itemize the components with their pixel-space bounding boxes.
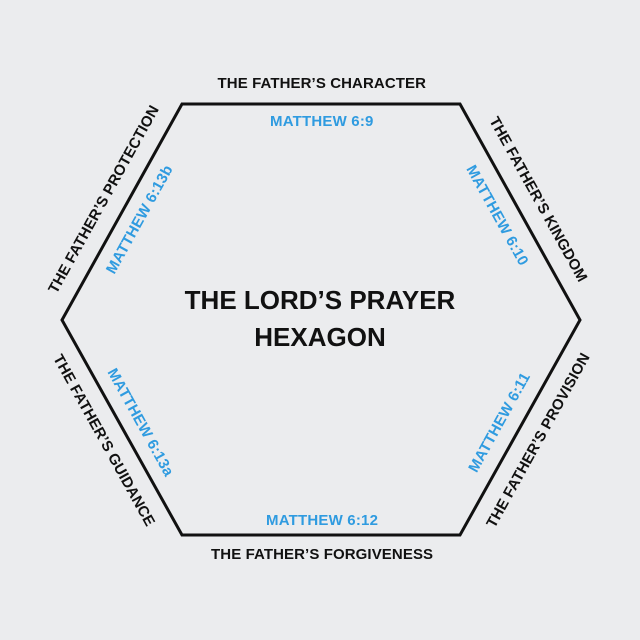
diagram-title-line-2: HEXAGON xyxy=(254,322,386,352)
hexagon-shape xyxy=(60,102,582,537)
diagram-title: THE LORD’S PRAYER HEXAGON xyxy=(120,282,520,356)
diagram-title-line-1: THE LORD’S PRAYER xyxy=(184,285,456,315)
side-title-character: THE FATHER’S CHARACTER xyxy=(217,74,427,92)
side-title-forgiveness: THE FATHER’S FORGIVENESS xyxy=(211,545,434,563)
side-verse-forgiveness: MATTHEW 6:12 xyxy=(266,511,379,529)
side-verse-character: MATTHEW 6:9 xyxy=(270,112,374,130)
